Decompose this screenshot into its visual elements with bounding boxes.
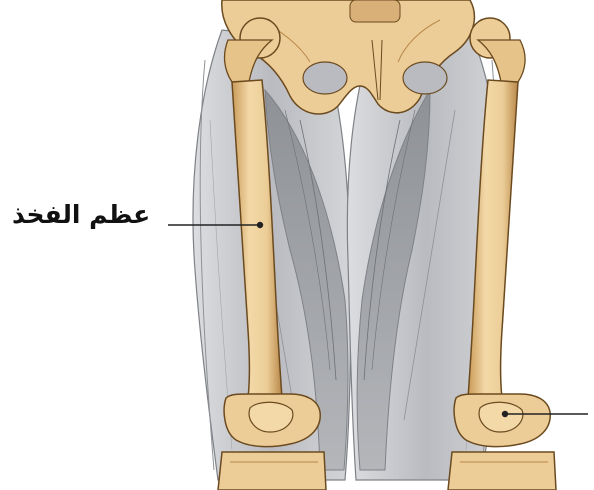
left-patella	[249, 402, 293, 432]
right-tibia	[448, 452, 556, 490]
left-obturator-foramen	[303, 62, 347, 94]
femur-label: عظم الفخذ	[12, 200, 150, 229]
femur-leader-dot	[257, 222, 263, 228]
patella-leader-dot	[502, 411, 508, 417]
right-obturator-foramen	[403, 62, 447, 94]
right-patella	[479, 402, 523, 432]
left-tibia	[218, 452, 326, 490]
sacrum	[350, 0, 400, 22]
